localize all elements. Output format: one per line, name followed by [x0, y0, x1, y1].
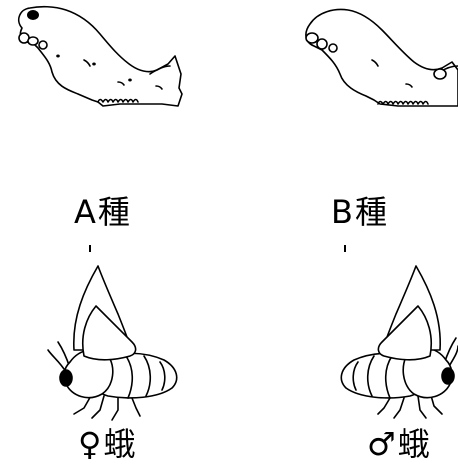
female-moth-label: ♀蛾: [78, 428, 137, 460]
male-moth-label: ♂蛾: [367, 428, 432, 460]
species-a-label: A種: [74, 196, 132, 228]
moth-male-icon: [341, 266, 458, 418]
moth-female-icon: [48, 266, 177, 420]
larva-a-icon: [19, 7, 182, 106]
larva-b-icon: [306, 10, 458, 106]
species-b-label: B種: [331, 196, 389, 228]
larva-a-head-spot: [27, 10, 39, 20]
